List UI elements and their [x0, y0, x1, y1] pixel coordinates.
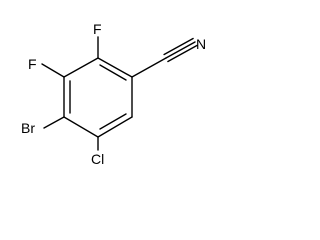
double-bond-inner-c1-c2	[99, 64, 127, 81]
atom-label-group: N F F Br Cl	[21, 21, 206, 167]
bond-c6-c1	[63, 57, 99, 78]
triple-bond-line-2	[163, 37, 194, 56]
bond-c3-c4	[97, 116, 133, 138]
triple-bond-line-1	[165, 41, 196, 59]
nitrogen-label: N	[196, 36, 206, 52]
bond-c5-bromine	[43, 116, 65, 129]
fluorine-top-label: F	[93, 21, 102, 37]
triple-bond-line-3	[167, 44, 198, 63]
bromine-label: Br	[21, 120, 35, 136]
bond-group	[41, 36, 198, 151]
bond-c6-fluorine	[41, 63, 65, 78]
bond-c2-nitrile-carbon	[131, 57, 167, 78]
chemical-structure: N F F Br Cl	[21, 21, 206, 167]
bond-c4-c5	[63, 116, 99, 138]
fluorine-left-label: F	[28, 56, 37, 72]
double-bond-inner-c3-c4	[99, 113, 127, 130]
chlorine-label: Cl	[91, 151, 104, 167]
bond-c1-c2	[97, 57, 133, 78]
